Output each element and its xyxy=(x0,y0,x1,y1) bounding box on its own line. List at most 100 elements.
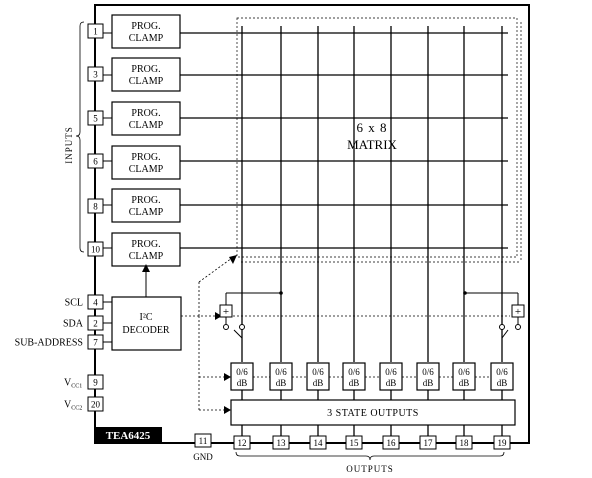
output-pin-box xyxy=(309,435,327,450)
chip-label: TEA6425 xyxy=(106,430,151,442)
prog-clamp-label-line2: CLAMP xyxy=(129,120,164,131)
supply-pin-number: 20 xyxy=(91,400,101,410)
input-pin-box xyxy=(87,241,104,257)
output-column: 0/6dB 19 xyxy=(490,362,514,450)
control-pin: SUB-ADDRESS 7 xyxy=(15,334,112,350)
three-state-outputs-label: 3 STATE OUTPUTS xyxy=(327,408,419,419)
decoder-label-line2: DECODER xyxy=(122,325,170,336)
output-column: 0/6dB 16 xyxy=(379,362,417,450)
output-pin-box xyxy=(272,435,290,450)
output-pin-box xyxy=(419,435,437,450)
gain-label-line1: 0/6 xyxy=(312,367,324,377)
output-pin-box xyxy=(493,435,511,450)
prog-clamp-block xyxy=(111,101,181,136)
matrix-outline xyxy=(236,17,518,258)
prog-clamp-label-line2: CLAMP xyxy=(129,33,164,44)
prog-clamp-label-line2: CLAMP xyxy=(129,76,164,87)
decoder-label-line1: I²C xyxy=(140,312,153,323)
gain-label-line2: dB xyxy=(497,378,508,388)
control-pin-name: SDA xyxy=(63,319,84,330)
input-row: 5 PROG.CLAMP xyxy=(87,101,181,136)
control-pin: SCL 4 xyxy=(65,294,112,310)
output-pin-number: 14 xyxy=(314,438,324,448)
prog-clamp-label-line1: PROG. xyxy=(131,108,160,119)
gnd-pin-number: 11 xyxy=(199,436,208,446)
right-switch: + xyxy=(463,284,525,339)
output-pin-box xyxy=(345,435,363,450)
output-pin-number: 17 xyxy=(424,438,434,448)
chip-label-badge xyxy=(95,427,162,443)
gain-label-line2: dB xyxy=(386,378,397,388)
output-pin-box xyxy=(455,435,473,450)
prog-clamp-block xyxy=(111,57,181,92)
output-pin-number: 19 xyxy=(498,438,508,448)
supply-pin-name: VCC2 xyxy=(64,400,82,412)
left-switch: + xyxy=(219,291,283,339)
decoder-right-arrow xyxy=(215,312,222,320)
input-pin-box xyxy=(87,198,104,214)
control-pin-name: SUB-ADDRESS xyxy=(15,338,83,349)
control-pin: SDA 2 xyxy=(63,315,112,331)
input-pin-number: 5 xyxy=(93,114,98,124)
i2c-decoder-block xyxy=(111,296,182,351)
gain-label-line1: 0/6 xyxy=(348,367,360,377)
output-pin-number: 15 xyxy=(350,438,360,448)
gain-label-line2: dB xyxy=(276,378,287,388)
control-pin-name: SCL xyxy=(65,298,83,309)
prog-clamp-block xyxy=(111,188,181,223)
gain-label-line2: dB xyxy=(349,378,360,388)
prog-clamp-block xyxy=(111,145,181,180)
control-pin-number: 4 xyxy=(93,298,98,308)
inputs-bracket xyxy=(75,21,85,253)
inputs-label: INPUTS xyxy=(64,126,74,164)
gnd-pin-box xyxy=(194,433,212,448)
prog-clamp-block xyxy=(111,14,181,49)
input-pin-box xyxy=(87,23,104,39)
gain-label-line1: 0/6 xyxy=(385,367,397,377)
output-pin-box xyxy=(382,435,400,450)
prog-clamp-label-line1: PROG. xyxy=(131,239,160,250)
output-column: 0/6dB 15 xyxy=(342,362,380,450)
left-switch-symbol: + xyxy=(223,306,229,318)
output-column: 0/6dB 18 xyxy=(452,362,491,450)
gnd-label: GND xyxy=(193,452,213,462)
gain-arrow xyxy=(224,373,231,381)
output-pin-number: 13 xyxy=(277,438,287,448)
prog-clamp-label-line1: PROG. xyxy=(131,21,160,32)
input-pin-box xyxy=(87,66,104,82)
matrix-title-line1: 6 x 8 xyxy=(357,120,388,135)
gain-label-line1: 0/6 xyxy=(458,367,470,377)
prog-clamp-label-line2: CLAMP xyxy=(129,251,164,262)
supply-pin-name: VCC1 xyxy=(64,378,82,390)
output-pin-number: 12 xyxy=(238,438,247,448)
gain-label-line2: dB xyxy=(423,378,434,388)
three-state-outputs-block xyxy=(230,399,516,426)
output-pin-number: 16 xyxy=(387,438,397,448)
outputs-bracket xyxy=(235,451,505,461)
supply-pin-box xyxy=(87,396,104,412)
prog-clamp-label-line2: CLAMP xyxy=(129,164,164,175)
gain-label-line1: 0/6 xyxy=(496,367,508,377)
outputs-label: OUTPUTS xyxy=(346,464,394,474)
prog-clamp-label-line2: CLAMP xyxy=(129,207,164,218)
right-switch-symbol: + xyxy=(515,306,521,318)
supply-pin: VCC1 9 xyxy=(64,374,104,390)
matrix-arrow xyxy=(229,255,237,264)
control-pin-number: 2 xyxy=(93,319,98,329)
gain-label-line2: dB xyxy=(459,378,470,388)
decoder-up-arrow xyxy=(142,264,150,272)
supply-pin-box xyxy=(87,374,104,390)
matrix-title-line2: MATRIX xyxy=(347,137,397,152)
supply-pin-number: 9 xyxy=(93,378,98,388)
output-pin-number: 18 xyxy=(460,438,470,448)
control-pin-number: 7 xyxy=(93,338,98,348)
